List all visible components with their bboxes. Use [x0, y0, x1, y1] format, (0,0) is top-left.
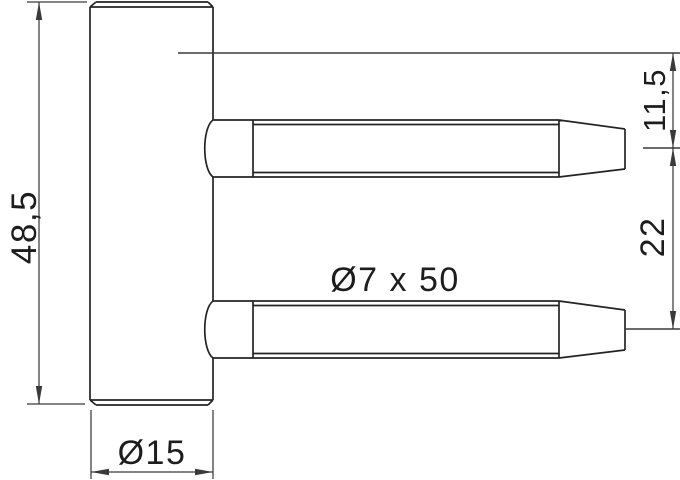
dimension-labels: 48,5 11,5 22 Ø7 x 50 Ø15: [5, 68, 672, 472]
dim-body-diameter-label: Ø15: [118, 434, 187, 472]
pin-spec-label: Ø7 x 50: [330, 261, 460, 299]
dim-pin-spacing-arrow-top: [669, 148, 677, 166]
dim-body-height-arrow-top: [35, 2, 43, 20]
top-pin-outline: [204, 119, 626, 178]
dim-body-height-label: 48,5: [5, 190, 44, 264]
dim-pin-offset-arrow-bottom: [669, 130, 677, 148]
dim-body-height-extension-lines: [27, 1, 87, 405]
body-outline: [89, 1, 214, 406]
dimension-arrowheads: [35, 2, 677, 476]
reference-lines: [178, 52, 680, 330]
dimension-lines: [27, 1, 674, 479]
dim-body-height-arrow-bottom: [35, 386, 43, 404]
dim-body-diameter-extension-lines: [90, 410, 214, 479]
dim-pin-spacing-label: 22: [634, 217, 672, 258]
dim-body-diameter-arrow-right: [195, 468, 213, 476]
dim-pin-offset-label: 11,5: [637, 68, 672, 132]
dim-body-diameter-arrow-left: [91, 468, 109, 476]
dim-pin-offset-arrow-top: [669, 53, 677, 71]
bottom-pin-outline: [204, 300, 626, 359]
part-outlines: [89, 1, 626, 406]
dim-pin-spacing-arrow-bottom: [669, 311, 677, 329]
